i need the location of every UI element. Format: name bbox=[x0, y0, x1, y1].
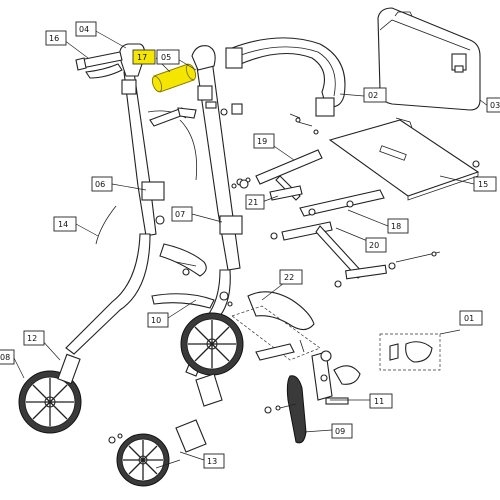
svg-text:01: 01 bbox=[464, 314, 474, 323]
svg-text:08: 08 bbox=[0, 353, 10, 362]
svg-text:17: 17 bbox=[137, 53, 147, 62]
svg-text:06: 06 bbox=[95, 180, 105, 189]
callout-08: 08 bbox=[0, 349, 15, 365]
svg-text:20: 20 bbox=[369, 241, 379, 250]
front-wheel-part bbox=[180, 291, 244, 376]
svg-text:13: 13 bbox=[207, 457, 217, 466]
svg-text:15: 15 bbox=[478, 180, 488, 189]
callout-09: 09 bbox=[331, 423, 353, 439]
svg-text:16: 16 bbox=[49, 34, 59, 43]
callout-06: 06 bbox=[91, 176, 113, 192]
svg-text:03: 03 bbox=[490, 101, 500, 110]
callout-03: 03 bbox=[486, 97, 500, 113]
callout-11: 11 bbox=[369, 393, 393, 409]
callout-16: 16 bbox=[45, 30, 67, 46]
svg-text:11: 11 bbox=[374, 397, 384, 406]
svg-text:14: 14 bbox=[58, 220, 68, 229]
callout-10: 10 bbox=[147, 312, 169, 328]
caster-wheel-part bbox=[108, 373, 223, 487]
callout-14: 14 bbox=[53, 216, 77, 232]
svg-text:19: 19 bbox=[257, 137, 267, 146]
svg-text:04: 04 bbox=[79, 25, 89, 34]
callout-13: 13 bbox=[203, 453, 225, 469]
footrest-part bbox=[231, 291, 321, 361]
svg-text:09: 09 bbox=[335, 427, 345, 436]
highlighted-grip-part bbox=[151, 63, 197, 93]
callout-19: 19 bbox=[253, 133, 275, 149]
clips-detail bbox=[379, 329, 461, 371]
rear-wheel-part bbox=[18, 353, 82, 434]
callout-01: 01 bbox=[459, 310, 483, 326]
callout-17-highlighted: 17 bbox=[132, 49, 156, 65]
svg-text:22: 22 bbox=[284, 273, 294, 282]
callout-21: 21 bbox=[245, 194, 265, 210]
leader-lines bbox=[13, 29, 489, 461]
callout-07: 07 bbox=[171, 206, 193, 222]
top-hardware bbox=[205, 101, 249, 189]
backrest-strap-part bbox=[225, 37, 346, 135]
handle-part bbox=[75, 51, 197, 127]
callout-15: 15 bbox=[473, 176, 497, 192]
callout-22: 22 bbox=[279, 269, 303, 285]
cross-brace-part bbox=[236, 149, 441, 288]
callout-04: 04 bbox=[75, 21, 97, 37]
callout-18: 18 bbox=[387, 218, 409, 234]
svg-text:18: 18 bbox=[391, 222, 401, 231]
small-caster-part bbox=[264, 350, 361, 444]
svg-text:07: 07 bbox=[175, 210, 185, 219]
svg-text:10: 10 bbox=[151, 316, 161, 325]
svg-text:21: 21 bbox=[248, 198, 258, 207]
callout-05: 05 bbox=[156, 49, 180, 65]
callout-12: 12 bbox=[23, 330, 45, 346]
bag-part bbox=[377, 7, 481, 111]
svg-text:12: 12 bbox=[27, 334, 37, 343]
svg-text:05: 05 bbox=[161, 53, 171, 62]
callout-02: 02 bbox=[363, 87, 387, 103]
seat-part bbox=[328, 117, 480, 201]
callout-20: 20 bbox=[365, 237, 387, 253]
svg-text:02: 02 bbox=[368, 91, 378, 100]
